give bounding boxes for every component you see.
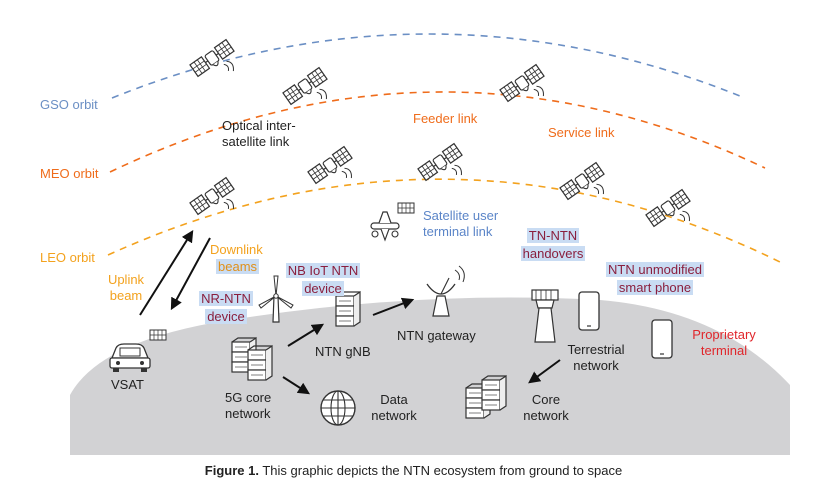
- figure-caption: Figure 1. This graphic depicts the NTN e…: [0, 463, 827, 478]
- optical-link-label-line1: Optical inter-: [222, 118, 296, 133]
- car-icon: [109, 343, 151, 372]
- data-network-label-line1: Data: [380, 392, 408, 407]
- proprietary-label-line2: terminal: [700, 343, 748, 358]
- meo-orbit-line: [109, 91, 766, 173]
- optical-link-label-line2: satellite link: [222, 134, 290, 149]
- nr-ntn-label-line1: NR-NTN: [199, 291, 253, 306]
- server-stack-icon: [335, 291, 361, 327]
- satellite-icon: [417, 143, 472, 195]
- caption-text: This graphic depicts the NTN ecosystem f…: [258, 463, 623, 478]
- core-to-data-arrow: [282, 376, 311, 395]
- leo-orbit-label: LEO orbit: [40, 250, 95, 265]
- terrestrial-label-line2: network: [573, 358, 619, 373]
- uplink-arrow: [139, 229, 194, 316]
- gnb-label: NTN gNB: [315, 344, 371, 359]
- downlink-beams-label-line1: Downlink: [210, 242, 263, 257]
- uplink-beam-label-line2: beam: [109, 288, 143, 303]
- vsat-label: VSAT: [111, 377, 144, 392]
- tn-ntn-label-line1: TN-NTN: [526, 228, 580, 243]
- tn-ntn-label-line2: handovers: [520, 246, 586, 261]
- core-network-label-line2: network: [523, 408, 569, 423]
- smartphone-icon: [578, 291, 600, 331]
- nb-iot-label-line2: device: [302, 281, 344, 296]
- dish-antenna-icon: [426, 265, 465, 317]
- sat-user-link-label-line1: Satellite user: [423, 208, 499, 223]
- ntn-phone-label-line1: NTN unmodified: [606, 262, 704, 277]
- uplink-beam-label-line1: Uplink: [107, 272, 145, 287]
- terrestrial-to-core-arrow: [528, 359, 561, 384]
- cell-tower-icon: [531, 289, 559, 343]
- wind-turbine-icon: [258, 275, 294, 323]
- server-stack-icon: [481, 375, 507, 411]
- sat-user-link-label-line2: terminal link: [423, 224, 493, 239]
- downlink-beams-label-line2: beams: [216, 259, 260, 274]
- aircraft-icon: [370, 211, 400, 242]
- downlink-arrow: [170, 237, 211, 311]
- satellite-icon: [559, 162, 614, 214]
- gateway-label: NTN gateway: [397, 328, 476, 343]
- nr-ntn-label-line2: device: [205, 309, 247, 324]
- caption-label: Figure 1.: [204, 463, 259, 478]
- satellite-icon: [645, 189, 700, 241]
- nb-iot-label-line1: NB IoT NTN: [285, 263, 361, 278]
- satellite-icon: [307, 146, 362, 198]
- smartphone-icon: [651, 319, 673, 359]
- terrestrial-label-line1: Terrestrial: [567, 342, 625, 357]
- feeder-link-label: Feeder link: [413, 111, 478, 126]
- satellite-icon: [189, 39, 244, 91]
- globe-icon: [320, 390, 356, 426]
- core-network-label-line1: Core: [531, 392, 561, 407]
- solar-terminal-icon: [149, 329, 167, 341]
- gso-orbit-label: GSO orbit: [40, 97, 98, 112]
- satellite-icon: [282, 67, 337, 119]
- satellite-icon: [499, 64, 554, 116]
- meo-orbit-label: MEO orbit: [40, 166, 99, 181]
- core5g-label-line2: network: [225, 406, 271, 421]
- gnb-to-gateway-arrow: [372, 297, 415, 316]
- proprietary-label-line1: Proprietary: [692, 327, 756, 342]
- core-to-gnb-arrow: [287, 323, 325, 347]
- server-stack-icon: [247, 345, 273, 381]
- core5g-label-line1: 5G core: [225, 390, 272, 405]
- service-link-label: Service link: [548, 125, 615, 140]
- solar-terminal-icon: [397, 202, 415, 214]
- data-network-label-line2: network: [371, 408, 417, 423]
- ntn-phone-label-line2: smart phone: [616, 280, 694, 295]
- earth-ground: [70, 297, 790, 455]
